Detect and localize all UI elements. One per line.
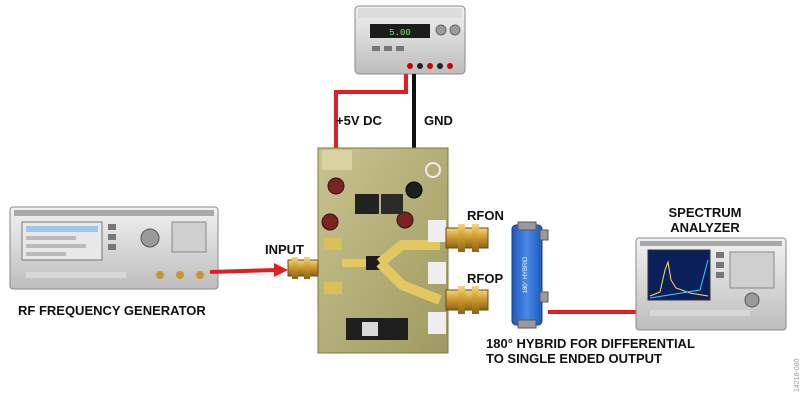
input-label: INPUT — [265, 242, 304, 257]
hybrid-label: 180° HYBRID FOR DIFFERENTIAL TO SINGLE E… — [486, 336, 695, 366]
rf-signal-generator — [9, 206, 219, 290]
power-supply-display — [370, 24, 430, 38]
spectrum-analyzer-label-line1: SPECTRUM — [668, 205, 742, 220]
vcc-terminal — [327, 177, 345, 195]
rf-traces — [376, 240, 442, 305]
spectrum-analyzer-label-line2: ANALYZER — [670, 220, 740, 235]
spectrum-analyzer — [635, 237, 787, 331]
spectrum-analyzer-label: SPECTRUM ANALYZER — [650, 205, 760, 235]
rf-generator-label: RF FREQUENCY GENERATOR — [18, 303, 206, 318]
dc-power-supply: 5.00 — [354, 5, 466, 75]
gnd-terminal — [405, 181, 423, 199]
rfop-label: RFOP — [467, 271, 504, 286]
analyzer-screen — [647, 249, 711, 301]
hybrid-balun: 180° HYBRID — [511, 221, 549, 329]
input-sma-connector — [287, 257, 319, 279]
gnd-label: GND — [424, 113, 453, 128]
plus5v-label: +5V DC — [336, 113, 382, 128]
hybrid-label-line1: 180° HYBRID FOR DIFFERENTIAL — [486, 336, 695, 351]
balun-label: 180° HYBRID — [523, 256, 529, 293]
plus5v-wire — [334, 74, 408, 172]
generator-arrowhead — [274, 263, 288, 277]
evaluation-board — [317, 147, 449, 354]
rfon-label: RFON — [467, 208, 504, 223]
rfop-sma-connector — [445, 286, 489, 314]
generator-to-input-path — [209, 268, 277, 274]
rfon-sma-connector — [445, 224, 489, 252]
power-supply-readout: 5.00 — [389, 28, 411, 38]
figure-reference: 14216-080 — [794, 358, 801, 392]
hybrid-label-line2: TO SINGLE ENDED OUTPUT — [486, 351, 662, 366]
